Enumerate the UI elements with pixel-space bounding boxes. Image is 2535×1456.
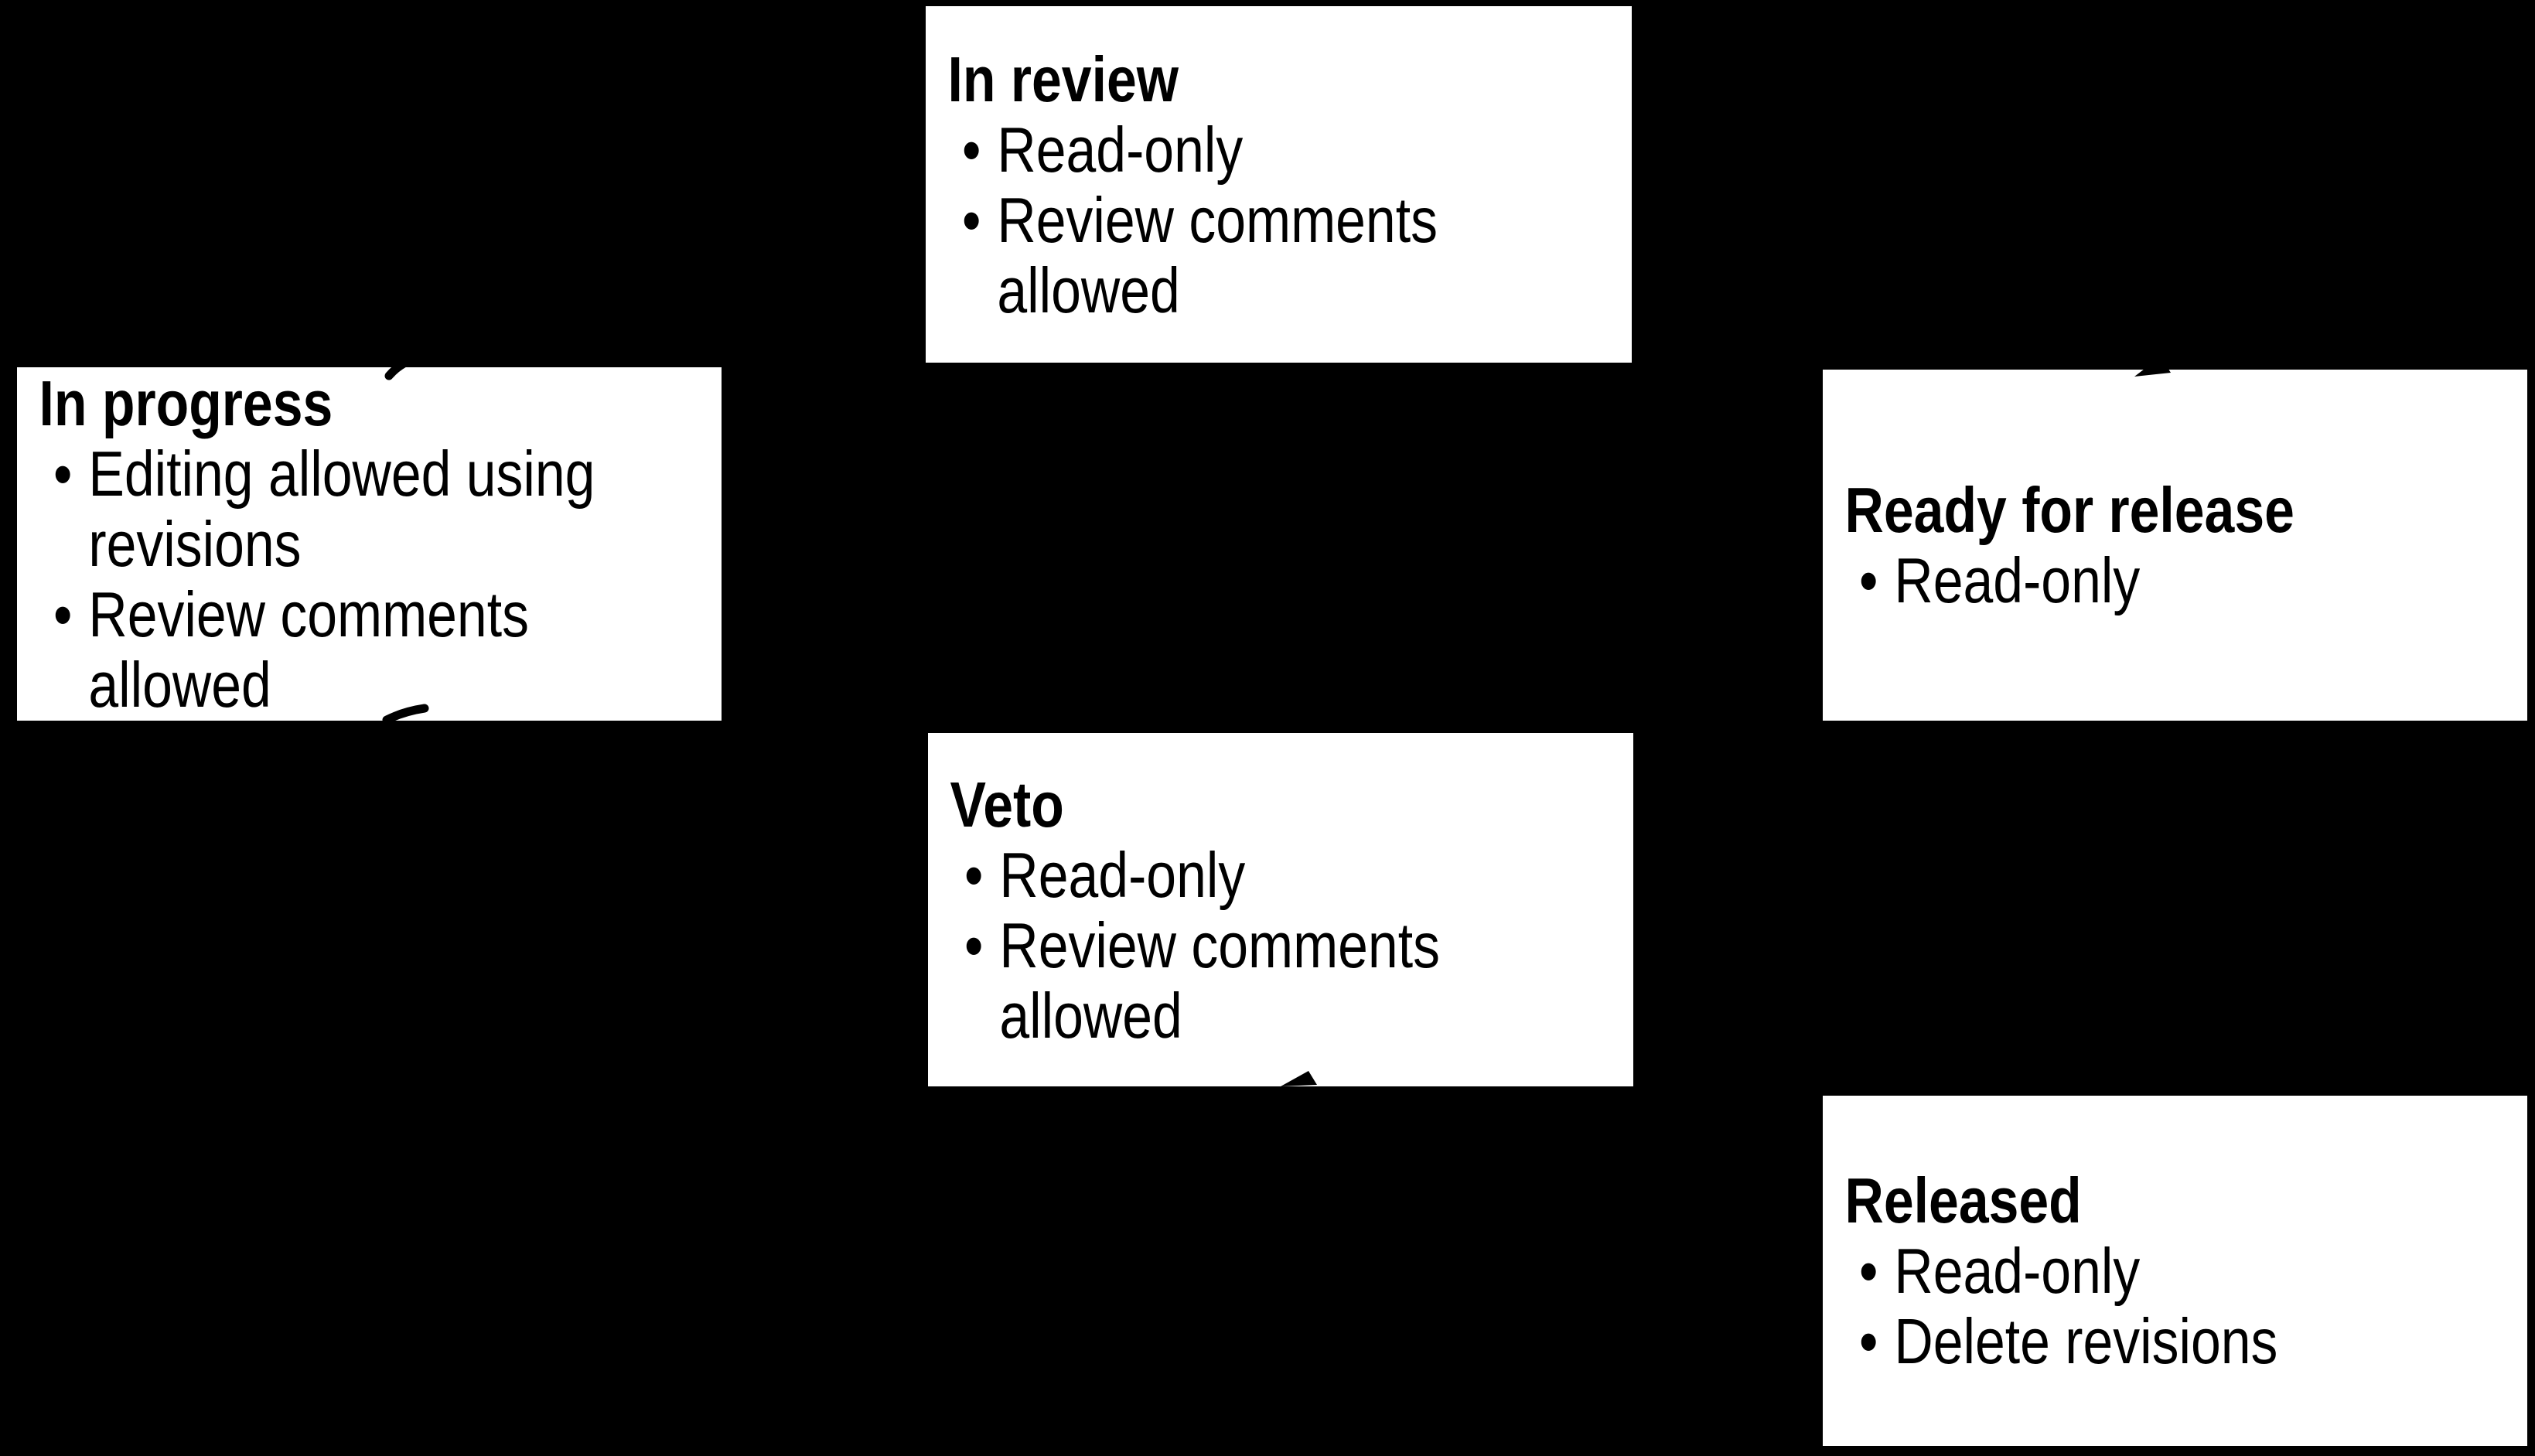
bullet-icon: • — [964, 909, 984, 981]
bullet-text: Review comments — [997, 183, 1438, 256]
bullet-item: • Review comments allowed — [926, 185, 1519, 326]
bullet-item: • Read-only — [1823, 545, 2414, 615]
bullet-icon: • — [962, 113, 981, 186]
state-title: In review — [947, 43, 1179, 115]
state-title: Released — [1844, 1164, 2082, 1236]
bullet-item: • Read-only — [928, 840, 1520, 910]
bullet-icon: • — [53, 578, 73, 650]
bullet-icon: • — [1859, 1235, 1878, 1307]
state-box-content: In review • Read-only • Review comments … — [926, 44, 1519, 326]
bullet-icon: • — [1859, 1305, 1878, 1377]
bullet-icon: • — [1859, 544, 1878, 616]
bullet-text: Read-only — [1894, 544, 2141, 616]
state-box-in-progress: In progress • Editing allowed using revi… — [17, 367, 722, 721]
state-box-content: Veto • Read-only • Review comments allow… — [928, 769, 1520, 1051]
bullet-text: Read-only — [999, 838, 1246, 911]
bullet-text: allowed — [997, 254, 1180, 326]
bullet-item: • Review comments allowed — [17, 579, 609, 720]
bullet-icon: • — [964, 838, 984, 911]
state-box-in-review: In review • Read-only • Review comments … — [926, 6, 1632, 363]
bullet-text: allowed — [999, 979, 1182, 1052]
state-title: Ready for release — [1844, 474, 2294, 546]
bullet-item: • Delete revisions — [1823, 1306, 2414, 1376]
bullet-text: Read-only — [1894, 1235, 2141, 1307]
bullet-text: Editing allowed using — [88, 438, 595, 510]
state-box-content: Released • Read-only • Delete revisions — [1823, 1165, 2414, 1376]
bullet-icon: • — [53, 438, 73, 510]
bullet-text: Delete revisions — [1894, 1305, 2278, 1377]
bullet-icon: • — [962, 183, 981, 256]
bullet-text: Review comments — [999, 909, 1440, 981]
state-box-veto: Veto • Read-only • Review comments allow… — [928, 733, 1633, 1086]
state-title: In progress — [39, 367, 333, 439]
bullet-text: Read-only — [997, 113, 1244, 186]
bullet-text: Review comments — [88, 578, 529, 650]
state-box-content: In progress • Editing allowed using revi… — [17, 368, 609, 720]
bullet-item: • Editing allowed using revisions — [17, 438, 609, 579]
bullet-text: allowed — [88, 649, 271, 721]
state-box-released: Released • Read-only • Delete revisions — [1823, 1096, 2527, 1446]
state-box-content: Ready for release • Read-only — [1823, 475, 2414, 615]
bullet-item: • Read-only — [1823, 1236, 2414, 1306]
bullet-item: • Review comments allowed — [928, 910, 1520, 1051]
bullet-text: revisions — [88, 508, 302, 580]
bullet-item: • Read-only — [926, 114, 1519, 185]
state-box-ready-for-release: Ready for release • Read-only — [1823, 370, 2527, 721]
state-title: Veto — [950, 768, 1064, 841]
